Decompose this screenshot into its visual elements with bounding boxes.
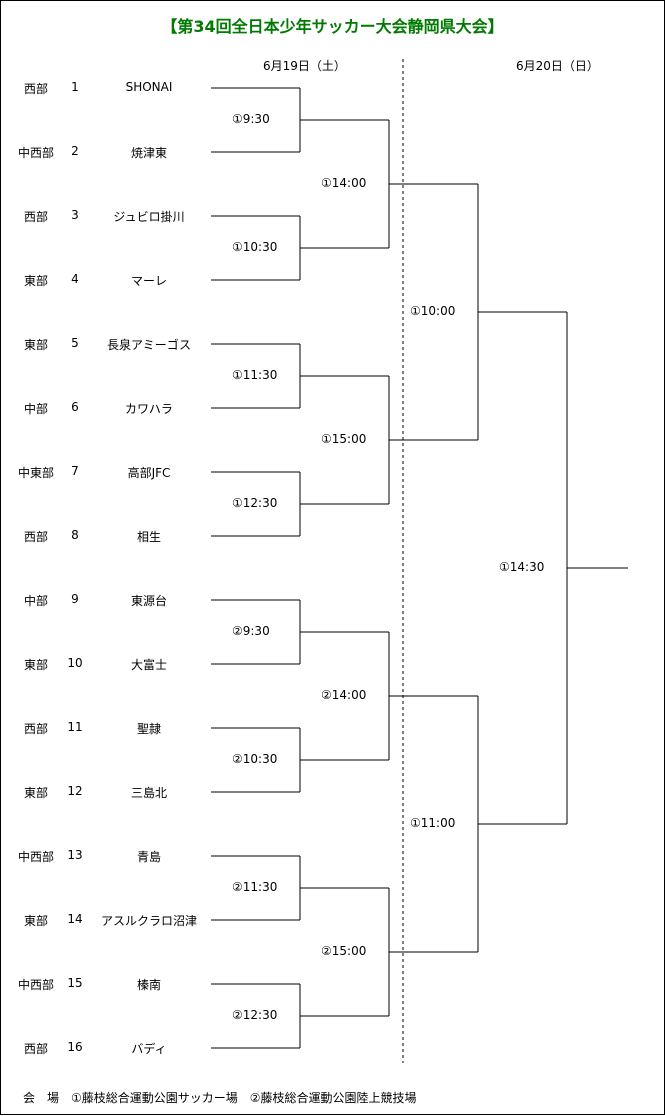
team-name: 相生 [136, 530, 161, 544]
team-seed: 6 [71, 400, 79, 414]
team-region: 東部 [23, 338, 48, 352]
venue-note: 会 場 ①藤枝総合運動公園サッカー場 ②藤枝総合運動公園陸上競技場 [23, 1091, 417, 1105]
team-seed: 16 [67, 1040, 83, 1054]
page-title: 【第34回全日本少年サッカー大会静岡県大会】 [161, 17, 504, 36]
team-row: 東部 10 大富士 [1, 656, 201, 672]
team-region: 東部 [23, 914, 48, 928]
team-row: 西部 11 聖隷 [1, 720, 201, 736]
match-time-round1: ①10:30 [232, 240, 278, 254]
team-region: 中部 [23, 594, 48, 608]
team-row: 西部 8 相生 [1, 528, 201, 544]
match-time-semifinal: ①11:00 [410, 816, 456, 830]
team-seed: 7 [71, 464, 79, 478]
team-row: 東部 4 マーレ [1, 272, 201, 288]
match-time-round1: ②11:30 [232, 880, 278, 894]
team-name: ジュビロ掛川 [113, 210, 185, 224]
team-row: 中部 9 東源台 [1, 592, 201, 608]
match-time-round2: ①14:00 [321, 176, 367, 190]
date-day1: 6月19日（土） [263, 59, 346, 73]
team-seed: 14 [67, 912, 83, 926]
team-name: 焼津東 [130, 146, 167, 160]
team-name: 青島 [136, 850, 161, 864]
team-name: 高部JFC [127, 466, 171, 480]
match-time-round1: ①9:30 [232, 112, 270, 126]
match-time-round2: ①15:00 [321, 432, 367, 446]
team-seed: 9 [71, 592, 79, 606]
team-seed: 5 [71, 336, 79, 350]
team-seed: 12 [67, 784, 83, 798]
team-region: 西部 [23, 1042, 48, 1056]
team-name: アスルクラロ沼津 [100, 914, 197, 928]
team-row: 西部 1 SHONAI [1, 80, 201, 96]
team-name: SHONAI [125, 80, 173, 94]
team-seed: 4 [71, 272, 79, 286]
team-region: 中東部 [17, 466, 54, 480]
team-name: 長泉アミーゴス [106, 338, 191, 352]
team-seed: 1 [71, 80, 79, 94]
team-seed: 10 [67, 656, 83, 670]
team-region: 中西部 [17, 146, 54, 160]
date-day2: 6月20日（日） [516, 59, 599, 73]
team-seed: 2 [71, 144, 79, 158]
match-time-round1: ②12:30 [232, 1008, 278, 1022]
team-name: 三島北 [130, 786, 167, 800]
team-name: 榛南 [136, 978, 161, 992]
team-name: マーレ [130, 274, 167, 288]
team-region: 西部 [23, 530, 48, 544]
team-row: 中西部 15 榛南 [1, 976, 201, 992]
team-region: 中西部 [17, 850, 54, 864]
team-row: 中西部 13 青島 [1, 848, 201, 864]
team-seed: 11 [67, 720, 83, 734]
team-row: 東部 14 アスルクラロ沼津 [1, 912, 201, 928]
team-row: 中東部 7 高部JFC [1, 464, 201, 480]
team-name: 聖隷 [136, 722, 161, 736]
team-region: 東部 [23, 274, 48, 288]
match-time-round1: ①12:30 [232, 496, 278, 510]
team-name: バディ [131, 1042, 167, 1056]
team-seed: 3 [71, 208, 79, 222]
match-time-round2: ②14:00 [321, 688, 367, 702]
team-name: 東源台 [130, 594, 167, 608]
team-row: 西部 16 バディ [1, 1040, 201, 1056]
match-time-round1: ②10:30 [232, 752, 278, 766]
team-region: 西部 [23, 210, 48, 224]
match-time-final: ①14:30 [499, 560, 545, 574]
team-seed: 13 [67, 848, 83, 862]
team-region: 中西部 [17, 978, 54, 992]
team-region: 西部 [23, 82, 48, 96]
team-name: 大富士 [130, 658, 167, 672]
match-time-round1: ②9:30 [232, 624, 270, 638]
team-name: カワハラ [125, 402, 173, 416]
team-seed: 15 [67, 976, 83, 990]
match-time-round2: ②15:00 [321, 944, 367, 958]
team-seed: 8 [71, 528, 79, 542]
team-region: 東部 [23, 786, 48, 800]
team-row: 中西部 2 焼津東 [1, 144, 201, 160]
team-region: 西部 [23, 722, 48, 736]
team-row: 東部 5 長泉アミーゴス [1, 336, 201, 352]
match-time-round1: ①11:30 [232, 368, 278, 382]
match-time-semifinal: ①10:00 [410, 304, 456, 318]
team-region: 東部 [23, 658, 48, 672]
team-row: 中部 6 カワハラ [1, 400, 201, 416]
team-region: 中部 [23, 402, 48, 416]
team-row: 東部 12 三島北 [1, 784, 201, 800]
team-row: 西部 3 ジュビロ掛川 [1, 208, 201, 224]
